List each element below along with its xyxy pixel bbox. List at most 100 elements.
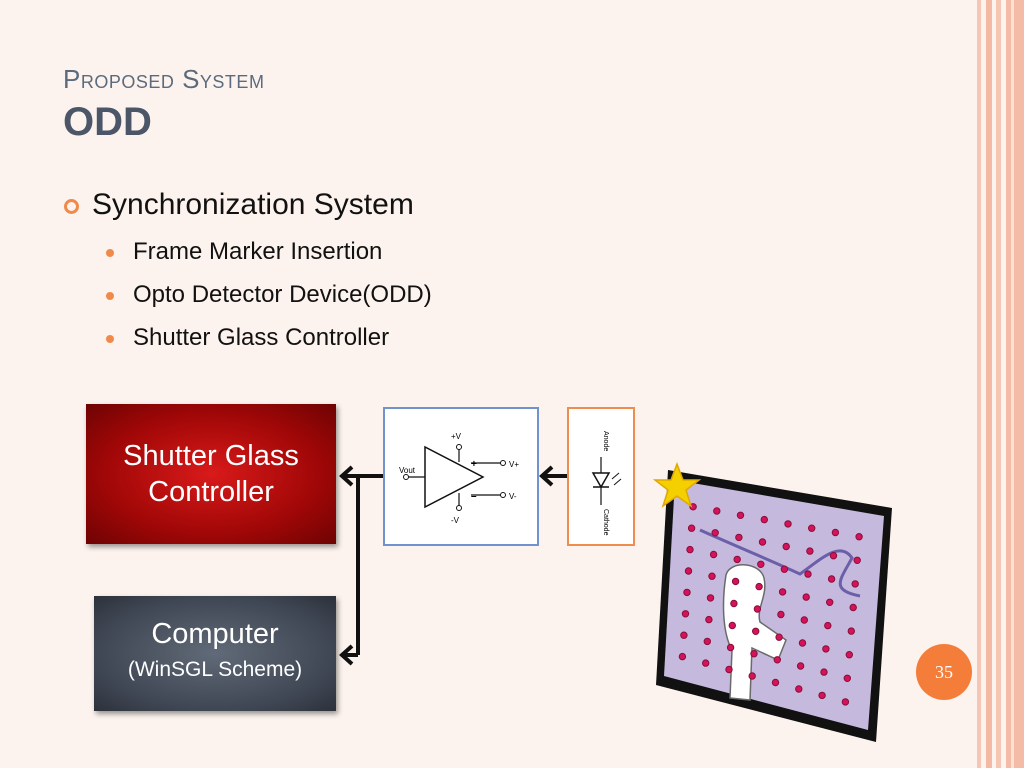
bullet-dot-icon: [106, 335, 114, 343]
marker-dot: [784, 520, 792, 528]
opamp-icon: Vout +V -V + – V+ V-: [399, 432, 519, 525]
marker-dot: [757, 560, 765, 568]
subbullet-text: Shutter Glass Controller: [133, 324, 390, 351]
marker-dot: [708, 572, 716, 580]
marker-dot: [853, 556, 861, 564]
marker-dot: [733, 555, 741, 564]
marker-dot: [702, 659, 710, 667]
opamp-plusv-label: +V: [451, 432, 462, 441]
marker-dot: [706, 594, 715, 602]
marker-dot: [849, 603, 857, 612]
diode-anode-label: Anode: [602, 431, 609, 451]
decor-stripe: [996, 0, 1001, 768]
marker-dot: [795, 685, 803, 693]
decor-stripe: [1011, 0, 1014, 768]
subbullet-text: Opto Detector Device(ODD): [133, 281, 432, 308]
opamp-minus-sign: –: [471, 491, 477, 502]
bullet-dot-icon: [106, 292, 114, 300]
marker-dot: [725, 665, 733, 674]
marker-dot: [827, 575, 836, 583]
arrow-left-icon: [339, 465, 354, 487]
photodiode-icon: Anode Cathode: [591, 431, 622, 536]
marker-dot: [731, 577, 740, 586]
marker-dot: [778, 588, 787, 596]
bullet-main-text: Synchronization System: [92, 188, 414, 221]
marker-dot: [752, 627, 760, 635]
marker-dot: [709, 550, 718, 559]
marker-dot: [818, 691, 826, 700]
decor-stripe: [977, 0, 981, 768]
marker-dot: [796, 662, 805, 670]
marker-dot: [755, 582, 763, 591]
marker-dot: [773, 656, 781, 664]
opamp-minusv-label: -V: [451, 516, 460, 525]
marker-dot: [831, 528, 840, 537]
marker-dot: [703, 637, 711, 646]
marker-dot: [820, 668, 828, 676]
marker-dot: [680, 631, 688, 639]
marker-dot: [760, 515, 768, 524]
marker-dot: [736, 511, 745, 519]
marker-dot: [802, 593, 810, 601]
slide-subtitle: ODD: [63, 100, 152, 144]
opamp-plus-sign: +: [471, 459, 477, 470]
marker-dot: [713, 507, 721, 515]
marker-dot: [753, 605, 762, 613]
marker-dot: [683, 588, 691, 597]
marker-dot: [804, 570, 812, 578]
marker-dot: [847, 627, 855, 635]
slide-title: Proposed System: [63, 64, 265, 94]
page-number-badge: 35: [916, 644, 972, 700]
marker-dot: [730, 599, 738, 608]
marker-dot: [782, 542, 790, 551]
marker-dot: [777, 610, 785, 619]
marker-dot: [851, 580, 859, 588]
computer-label: Computer: [151, 618, 279, 650]
marker-dot: [687, 524, 696, 532]
marker-dot: [845, 651, 853, 659]
opamp-vout-label: Vout: [399, 466, 416, 475]
marker-dot: [684, 567, 693, 575]
opamp-vminus-label: V-: [509, 492, 517, 501]
marker-dot: [800, 616, 808, 624]
marker-dot: [826, 598, 834, 606]
bullet-circle-icon: [64, 199, 79, 214]
marker-dot: [678, 652, 687, 661]
marker-dot: [855, 533, 863, 541]
marker-dot: [841, 698, 850, 706]
marker-dot: [822, 645, 830, 653]
star-icon: [652, 461, 702, 508]
decor-stripe: [1006, 0, 1024, 768]
shutter-box-label: Shutter Glass Controller: [123, 439, 299, 508]
computer-box: Computer (WinSGL Scheme): [94, 596, 336, 711]
computer-sublabel: (WinSGL Scheme): [127, 658, 303, 681]
bullet-dot-icon: [106, 249, 114, 257]
shutter-glass-controller-box: Shutter Glass Controller: [86, 404, 336, 544]
diode-cathode-label: Cathode: [602, 509, 609, 536]
page-number-text: 35: [935, 661, 953, 682]
decor-stripe: [986, 0, 992, 768]
marker-dot: [808, 524, 816, 532]
photodiode-box: Anode Cathode: [567, 407, 635, 546]
marker-dot: [705, 615, 713, 624]
marker-dot: [748, 672, 756, 680]
subbullet-text: Frame Marker Insertion: [133, 238, 383, 265]
marker-dot: [681, 610, 690, 618]
marker-dot: [771, 678, 780, 687]
opamp-box: Vout +V -V + – V+ V-: [383, 407, 539, 546]
marker-dot: [728, 621, 736, 630]
arrow-left-icon: [539, 465, 554, 487]
marker-dot: [829, 552, 838, 560]
marker-dot: [775, 633, 783, 641]
marker-dot: [758, 538, 767, 546]
marker-dots: [678, 503, 863, 706]
arrow-left-icon: [339, 644, 354, 666]
opamp-vplus-label: V+: [509, 460, 519, 469]
marker-dot: [806, 547, 814, 555]
screen-illustration: [656, 470, 892, 742]
marker-dot: [686, 545, 694, 554]
marker-dot: [780, 565, 789, 573]
marker-dot: [843, 674, 851, 682]
marker-dot: [750, 650, 758, 658]
